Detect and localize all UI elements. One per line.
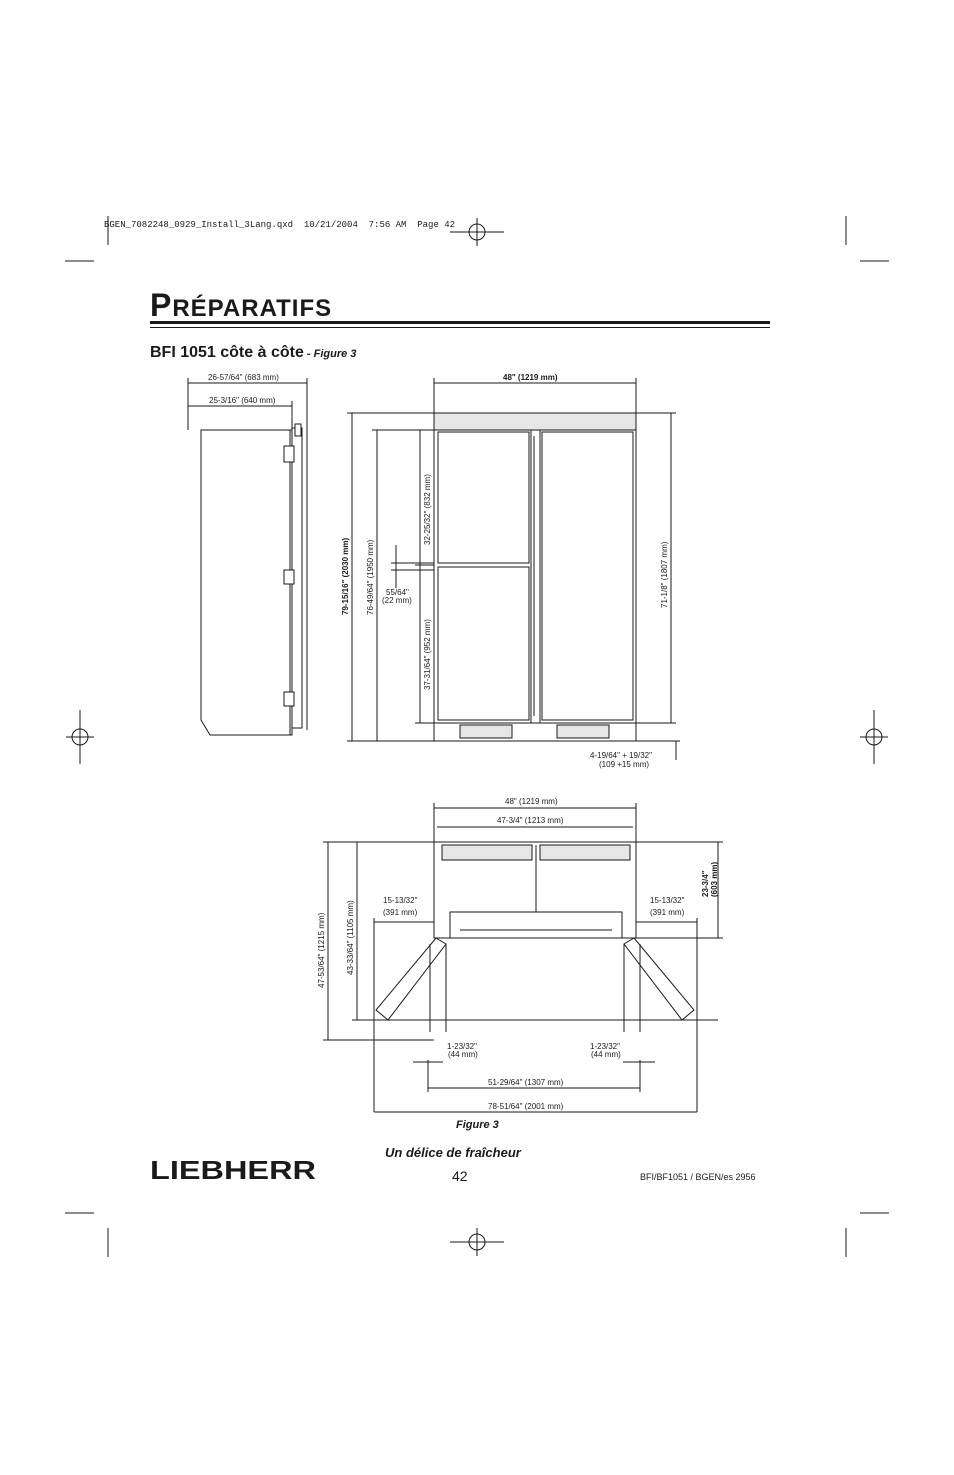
front-view [347,378,680,760]
dim-top-door-right-mm: (44 mm) [591,1050,621,1059]
dim-top-left-clear-mm: (391 mm) [383,908,418,917]
dim-side-depth-cabinet: 25-3/16" (640 mm) [209,396,276,405]
dim-front-lower-door: 37-31/64" (952 mm) [423,619,432,690]
subtitle-figure-ref: - Figure 3 [303,348,357,360]
top-view [323,803,723,1113]
tagline: Un délice de fraîcheur [385,1145,521,1160]
dim-front-height-door: 76-49/64" (1950 mm) [366,539,375,615]
dim-top-width-inner: 47-3/4" (1213 mm) [497,816,564,825]
dim-top-right-clear-mm: (391 mm) [650,908,685,917]
page-title: PRÉPARATIFS [150,287,332,324]
dim-front-right-height: 71-1/8" (1807 mm) [660,541,669,608]
title-initial: P [150,287,173,323]
dim-top-left-clear-in: 15-13/32" [383,896,418,905]
crop-marks [65,216,889,1257]
dim-top-width-outer: 48" (1219 mm) [505,797,558,806]
dim-front-toe-in: 4-19/64" + 19/32" [590,751,652,760]
dim-top-depth-in: 23-3/4" [701,870,710,897]
dim-front-height-overall: 79-15/16" (2030 mm) [341,537,350,615]
dim-front-toe-mm: (109 +15 mm) [599,760,649,769]
svg-text:LIEBHERR: LIEBHERR [150,1158,316,1182]
title-rest: RÉPARATIFS [172,295,333,322]
dim-top-depth-open: 43-33/64" (1105 mm) [346,900,355,975]
dim-top-open-width: 51-29/64" (1307 mm) [488,1078,564,1087]
subtitle-main: BFI 1051 côte à côte [150,344,304,361]
liebherr-logo: LIEBHERR [150,1155,316,1187]
dim-top-door-right-in: 1-23/32" [590,1042,620,1051]
dim-top-right-clear-in: 15-13/32" [650,896,685,905]
dim-top-depth-mm: (603 mm) [710,862,719,897]
dim-top-depth-total: 47-53/64" (1215 mm) [317,912,326,988]
dim-side-depth-overall: 26-57/64" (683 mm) [208,373,279,382]
title-rule-thick [150,321,770,324]
dim-top-door-left-mm: (44 mm) [448,1050,478,1059]
side-view [187,378,308,736]
dim-top-open-total: 78-51/64" (2001 mm) [488,1102,564,1111]
dim-top-door-left-in: 1-23/32" [447,1042,477,1051]
section-subtitle: BFI 1051 côte à côte - Figure 3 [150,344,356,362]
dim-front-gap-in: 55/64" [386,588,409,597]
doc-reference: BFI/BF1051 / BGEN/es 2956 [640,1172,756,1182]
print-slug: BGEN_7082248_0929_Install_3Lang.qxd 10/2… [104,220,456,230]
dim-front-width: 48" (1219 mm) [503,373,558,382]
title-rule-thin [150,327,770,328]
dim-front-gap-mm: (22 mm) [382,596,412,605]
figure-caption: Figure 3 [456,1119,499,1131]
dim-front-upper-door: 32-25/32" (832 mm) [423,474,432,545]
page-number: 42 [452,1168,468,1184]
logo-graphic: LIEBHERR [150,1155,316,1185]
